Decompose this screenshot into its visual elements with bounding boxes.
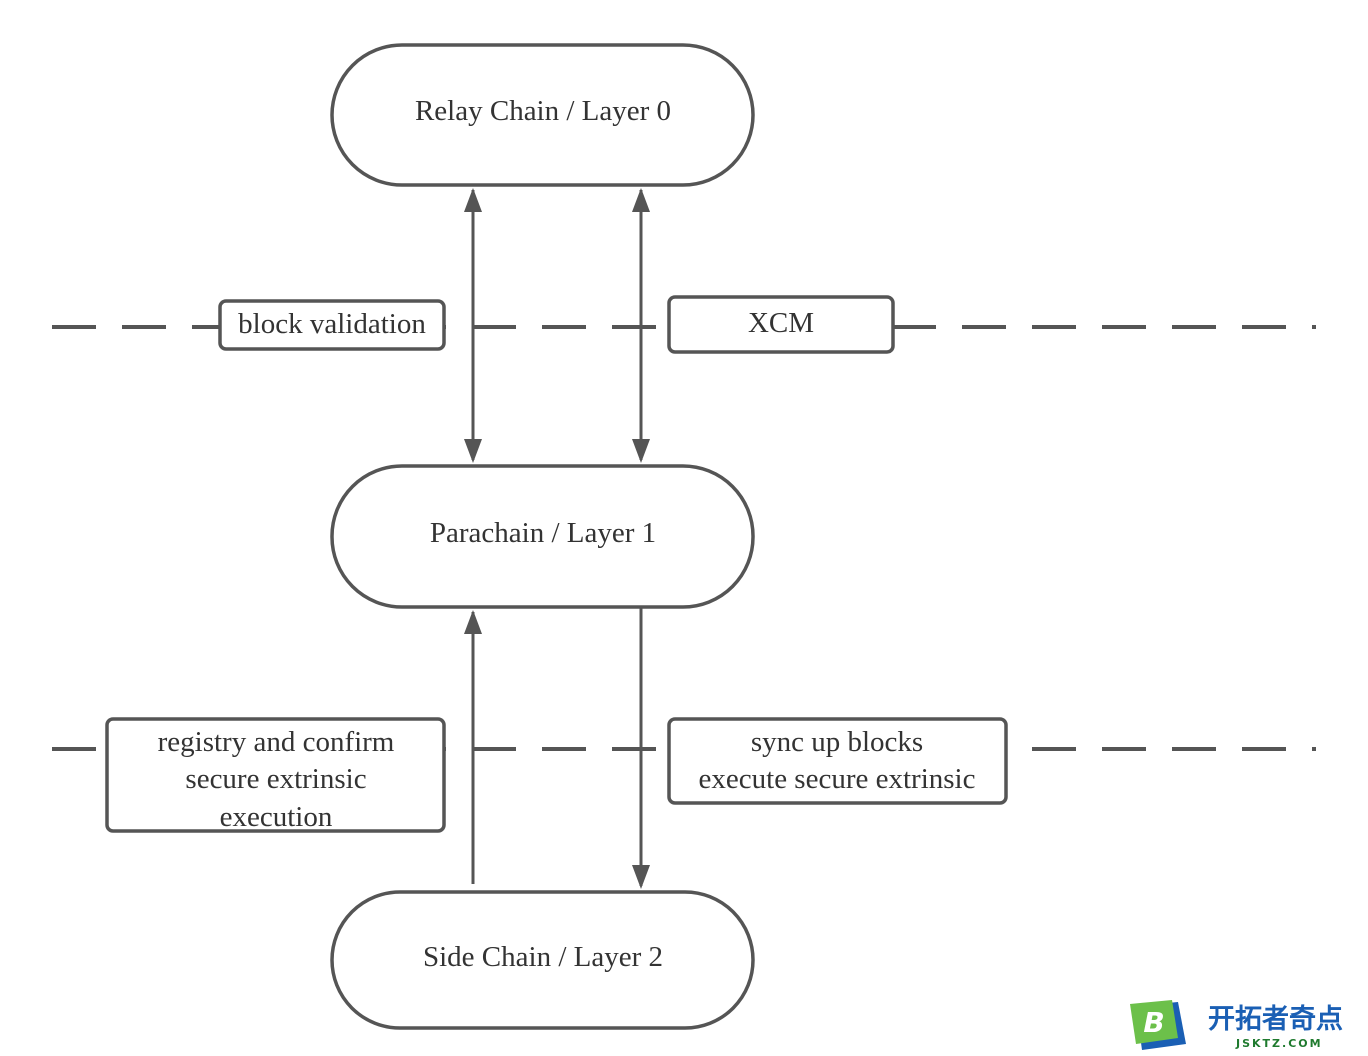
label-xcm-text: XCM <box>748 307 814 339</box>
arrowhead-down <box>632 439 650 463</box>
node-side-chain-label: Side Chain / Layer 2 <box>423 941 663 973</box>
label-block-validation: block validation <box>218 299 446 351</box>
node-side-chain: Side Chain / Layer 2 <box>330 890 755 1030</box>
arrowhead-down <box>464 439 482 463</box>
label-block-validation-text: block validation <box>238 308 426 340</box>
node-relay-chain: Relay Chain / Layer 0 <box>330 43 755 187</box>
watermark-logo-letter: B <box>1143 1006 1164 1039</box>
label-sync: sync up blocks execute secure extrinsic <box>667 717 1008 805</box>
arrowhead-down <box>632 865 650 889</box>
node-parachain-label: Parachain / Layer 1 <box>430 517 656 549</box>
label-registry-line-3: execution <box>220 801 333 833</box>
watermark-b-icon: B <box>1130 1000 1186 1050</box>
watermark-logo: B 开拓者奇点 JSKTZ.COM <box>1130 1000 1343 1050</box>
label-xcm: XCM <box>667 295 895 354</box>
node-parachain: Parachain / Layer 1 <box>330 464 755 609</box>
label-registry: registry and confirm secure extrinsic ex… <box>105 717 446 833</box>
label-registry-line-2: secure extrinsic <box>185 763 366 795</box>
arrowhead-up <box>632 188 650 212</box>
arrowhead-up <box>464 188 482 212</box>
watermark-brand-cn: 开拓者奇点 <box>1208 1004 1343 1035</box>
label-sync-line-1: sync up blocks <box>751 726 923 758</box>
watermark-brand-en: JSKTZ.COM <box>1235 1037 1323 1050</box>
label-registry-line-1: registry and confirm <box>158 726 395 758</box>
label-sync-line-2: execute secure extrinsic <box>699 763 976 795</box>
node-relay-chain-label: Relay Chain / Layer 0 <box>415 95 671 127</box>
arrowhead-up <box>464 610 482 634</box>
